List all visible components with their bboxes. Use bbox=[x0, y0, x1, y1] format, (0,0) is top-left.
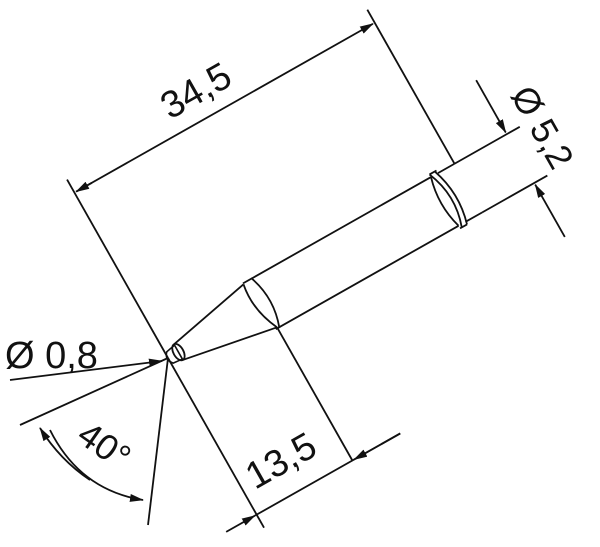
dimension-shank-diameter bbox=[454, 79, 566, 238]
taper-length-label: 13,5 bbox=[239, 425, 324, 498]
dimension-taper-length bbox=[167, 326, 401, 533]
overall-length-label: 34,5 bbox=[154, 55, 239, 128]
tip-diameter-label: Ø 0,8 bbox=[5, 335, 98, 377]
soldering-tip bbox=[165, 162, 483, 364]
dimension-overall-length bbox=[66, 9, 456, 359]
tip-angle-label: 40° bbox=[70, 413, 138, 478]
shank-diameter-label: Ø 5,2 bbox=[503, 79, 582, 176]
dimension-tip-angle bbox=[19, 357, 169, 526]
dimension-tip-diameter bbox=[9, 358, 163, 381]
